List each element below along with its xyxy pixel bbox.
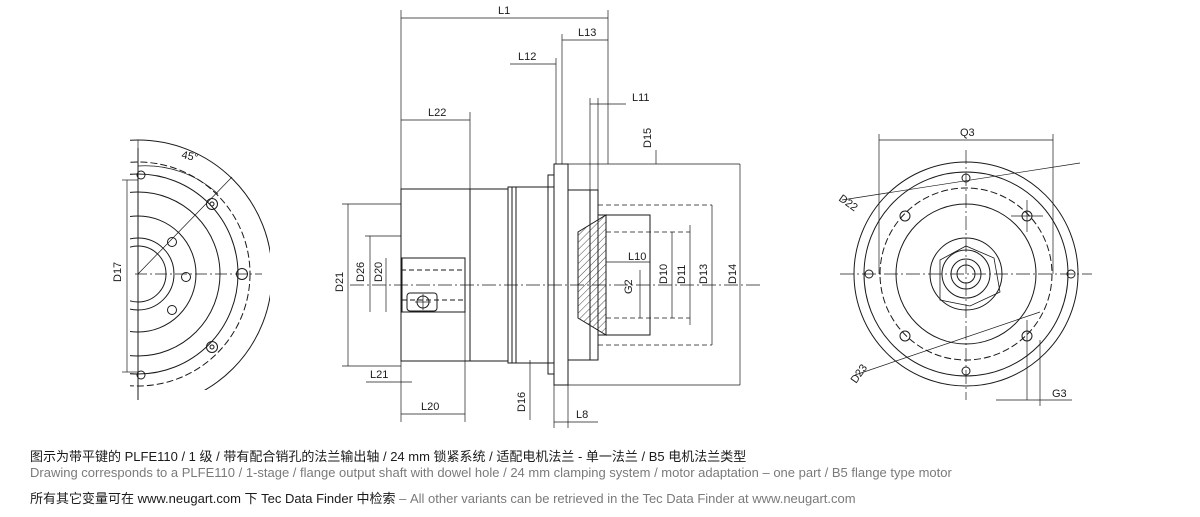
dim-D21: D21 <box>334 272 346 292</box>
dim-G2: G2 <box>623 279 635 294</box>
dim-angle: 45° <box>180 149 199 164</box>
dim-D15: D15 <box>642 128 654 148</box>
caption-chinese: 图示为带平键的 PLFE110 / 1 级 / 带有配合销孔的法兰输出轴 / 2… <box>30 449 747 464</box>
note-english: – All other variants can be retrieved in… <box>399 491 856 506</box>
dim-L8: L8 <box>576 409 588 421</box>
dim-L13: L13 <box>578 27 596 39</box>
side-view <box>342 10 760 428</box>
left-flange-view <box>122 139 270 400</box>
dim-L20: L20 <box>421 401 439 413</box>
dim-L21: L21 <box>370 369 388 381</box>
dim-D13: D13 <box>698 264 710 284</box>
dim-L11: L11 <box>632 92 650 104</box>
dim-L12: L12 <box>518 51 536 63</box>
dim-D16: D16 <box>516 392 528 412</box>
front-view <box>840 134 1092 406</box>
dim-L22: L22 <box>428 107 446 119</box>
dim-D14: D14 <box>727 264 739 284</box>
dim-D23: D23 <box>849 362 870 385</box>
dim-L1: L1 <box>498 5 510 17</box>
dim-D10: D10 <box>658 264 670 284</box>
technical-drawing: 45° D17 <box>112 5 1092 428</box>
dim-Q3: Q3 <box>960 127 975 139</box>
dim-D20: D20 <box>373 262 385 282</box>
note-chinese: 所有其它变量可在 www.neugart.com 下 Tec Data Find… <box>30 491 396 506</box>
dim-G3: G3 <box>1052 388 1067 400</box>
dim-D26: D26 <box>355 262 367 282</box>
dim-D11: D11 <box>676 265 688 284</box>
caption-note: 所有其它变量可在 www.neugart.com 下 Tec Data Find… <box>30 488 856 507</box>
dim-D22: D22 <box>836 193 859 214</box>
caption-english: Drawing corresponds to a PLFE110 / 1-sta… <box>30 465 952 480</box>
dim-D17: D17 <box>112 262 124 282</box>
dim-L10: L10 <box>628 251 646 263</box>
